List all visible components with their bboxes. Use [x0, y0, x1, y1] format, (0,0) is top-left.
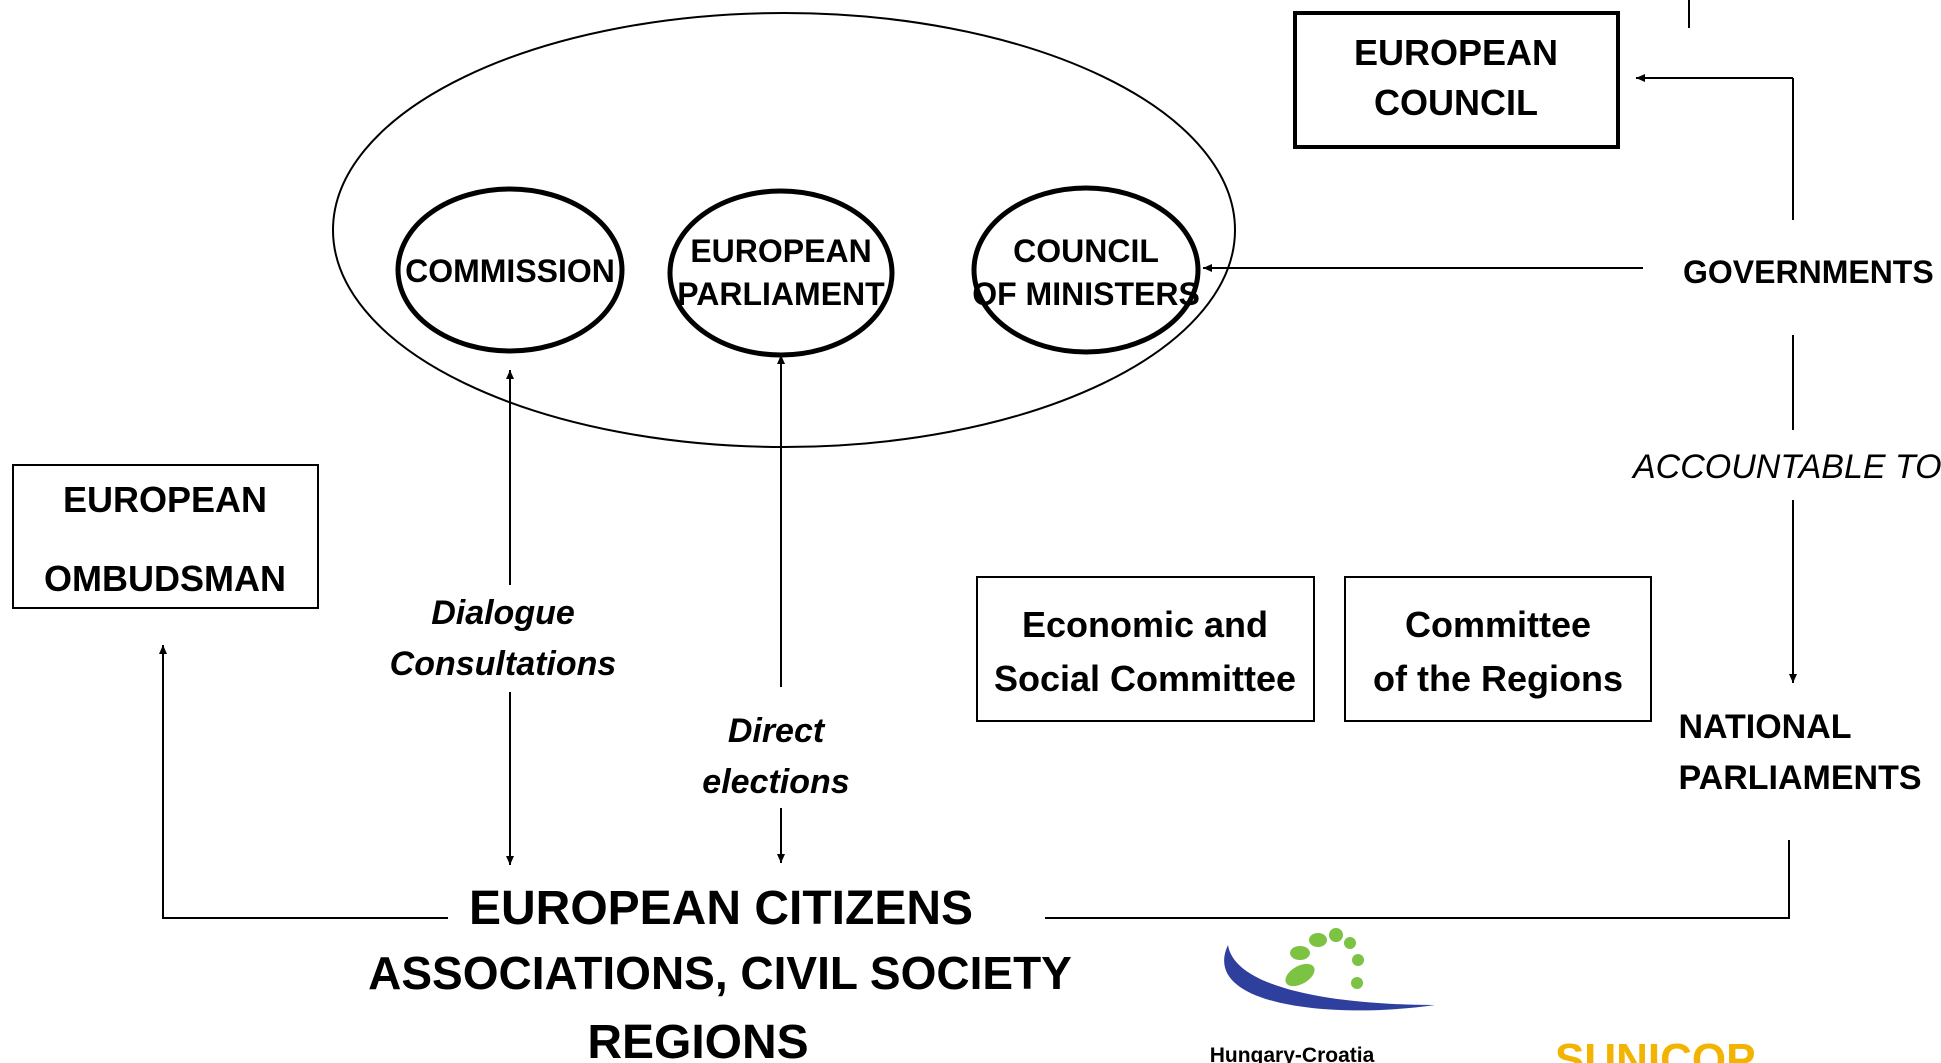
commission-label: COMMISSION [405, 253, 615, 289]
european-parliament-line1: EUROPEAN [690, 233, 871, 269]
institutions-ellipse [332, 12, 1236, 448]
hungary-croatia-logo: Hungary-Croatia [1210, 928, 1435, 1063]
logo-swoosh [1224, 945, 1435, 1011]
council-of-ministers-line2: OF MINISTERS [972, 276, 1200, 312]
dialogue-line2: Consultations [390, 645, 617, 683]
logo-text: Hungary-Croatia [1210, 1044, 1375, 1063]
direct-elections-line2: elections [702, 763, 849, 801]
esc-line2: Social Committee [994, 658, 1296, 699]
national-parliaments-line1: NATIONAL [1678, 708, 1851, 746]
logo-dot [1290, 946, 1310, 960]
committee-of-regions-box [1344, 576, 1652, 722]
logo-dot [1285, 963, 1315, 987]
citizens-line3: REGIONS [587, 1016, 808, 1063]
logo-dot [1309, 933, 1327, 947]
european-ombudsman-box [12, 464, 319, 609]
council-of-ministers-line1: COUNCIL [1013, 233, 1159, 269]
governments-label: GOVERNMENTS [1683, 254, 1934, 290]
cor-line1: Committee [1405, 604, 1591, 645]
logo-dot [1351, 977, 1363, 989]
economic-social-committee-box [976, 576, 1315, 722]
direct-elections-line1: Direct [728, 712, 826, 750]
european-council-line1: EUROPEAN [1354, 32, 1558, 73]
logo-dot [1352, 954, 1364, 966]
european-ombudsman-line2: OMBUDSMAN [44, 558, 286, 599]
european-council-box [1293, 11, 1620, 149]
citizens-line1: EUROPEAN CITIZENS [469, 882, 973, 935]
european-ombudsman-line1: EUROPEAN [63, 479, 267, 520]
sunicop-logo: SUNICOP [1555, 1035, 1755, 1063]
logo-dot [1329, 928, 1343, 942]
european-parliament-ellipse [667, 188, 895, 358]
council-of-ministers-ellipse [971, 185, 1201, 355]
commission-ellipse [395, 186, 625, 354]
accountable-to-label: ACCOUNTABLE TO [1631, 448, 1941, 486]
national-parliaments-line2: PARLIAMENTS [1678, 759, 1921, 797]
citizens-line2: ASSOCIATIONS, CIVIL SOCIETY [368, 947, 1072, 999]
european-council-line2: COUNCIL [1374, 82, 1538, 123]
citizens-to-ombudsman-connector [159, 645, 448, 919]
citizens-to-national-parliaments-connector [1045, 840, 1790, 919]
esc-line1: Economic and [1022, 604, 1268, 645]
european-parliament-line2: PARLIAMENT [677, 276, 885, 312]
logo-dot [1344, 937, 1356, 949]
dialogue-line1: Dialogue [431, 594, 575, 632]
cor-line2: of the Regions [1373, 658, 1623, 699]
